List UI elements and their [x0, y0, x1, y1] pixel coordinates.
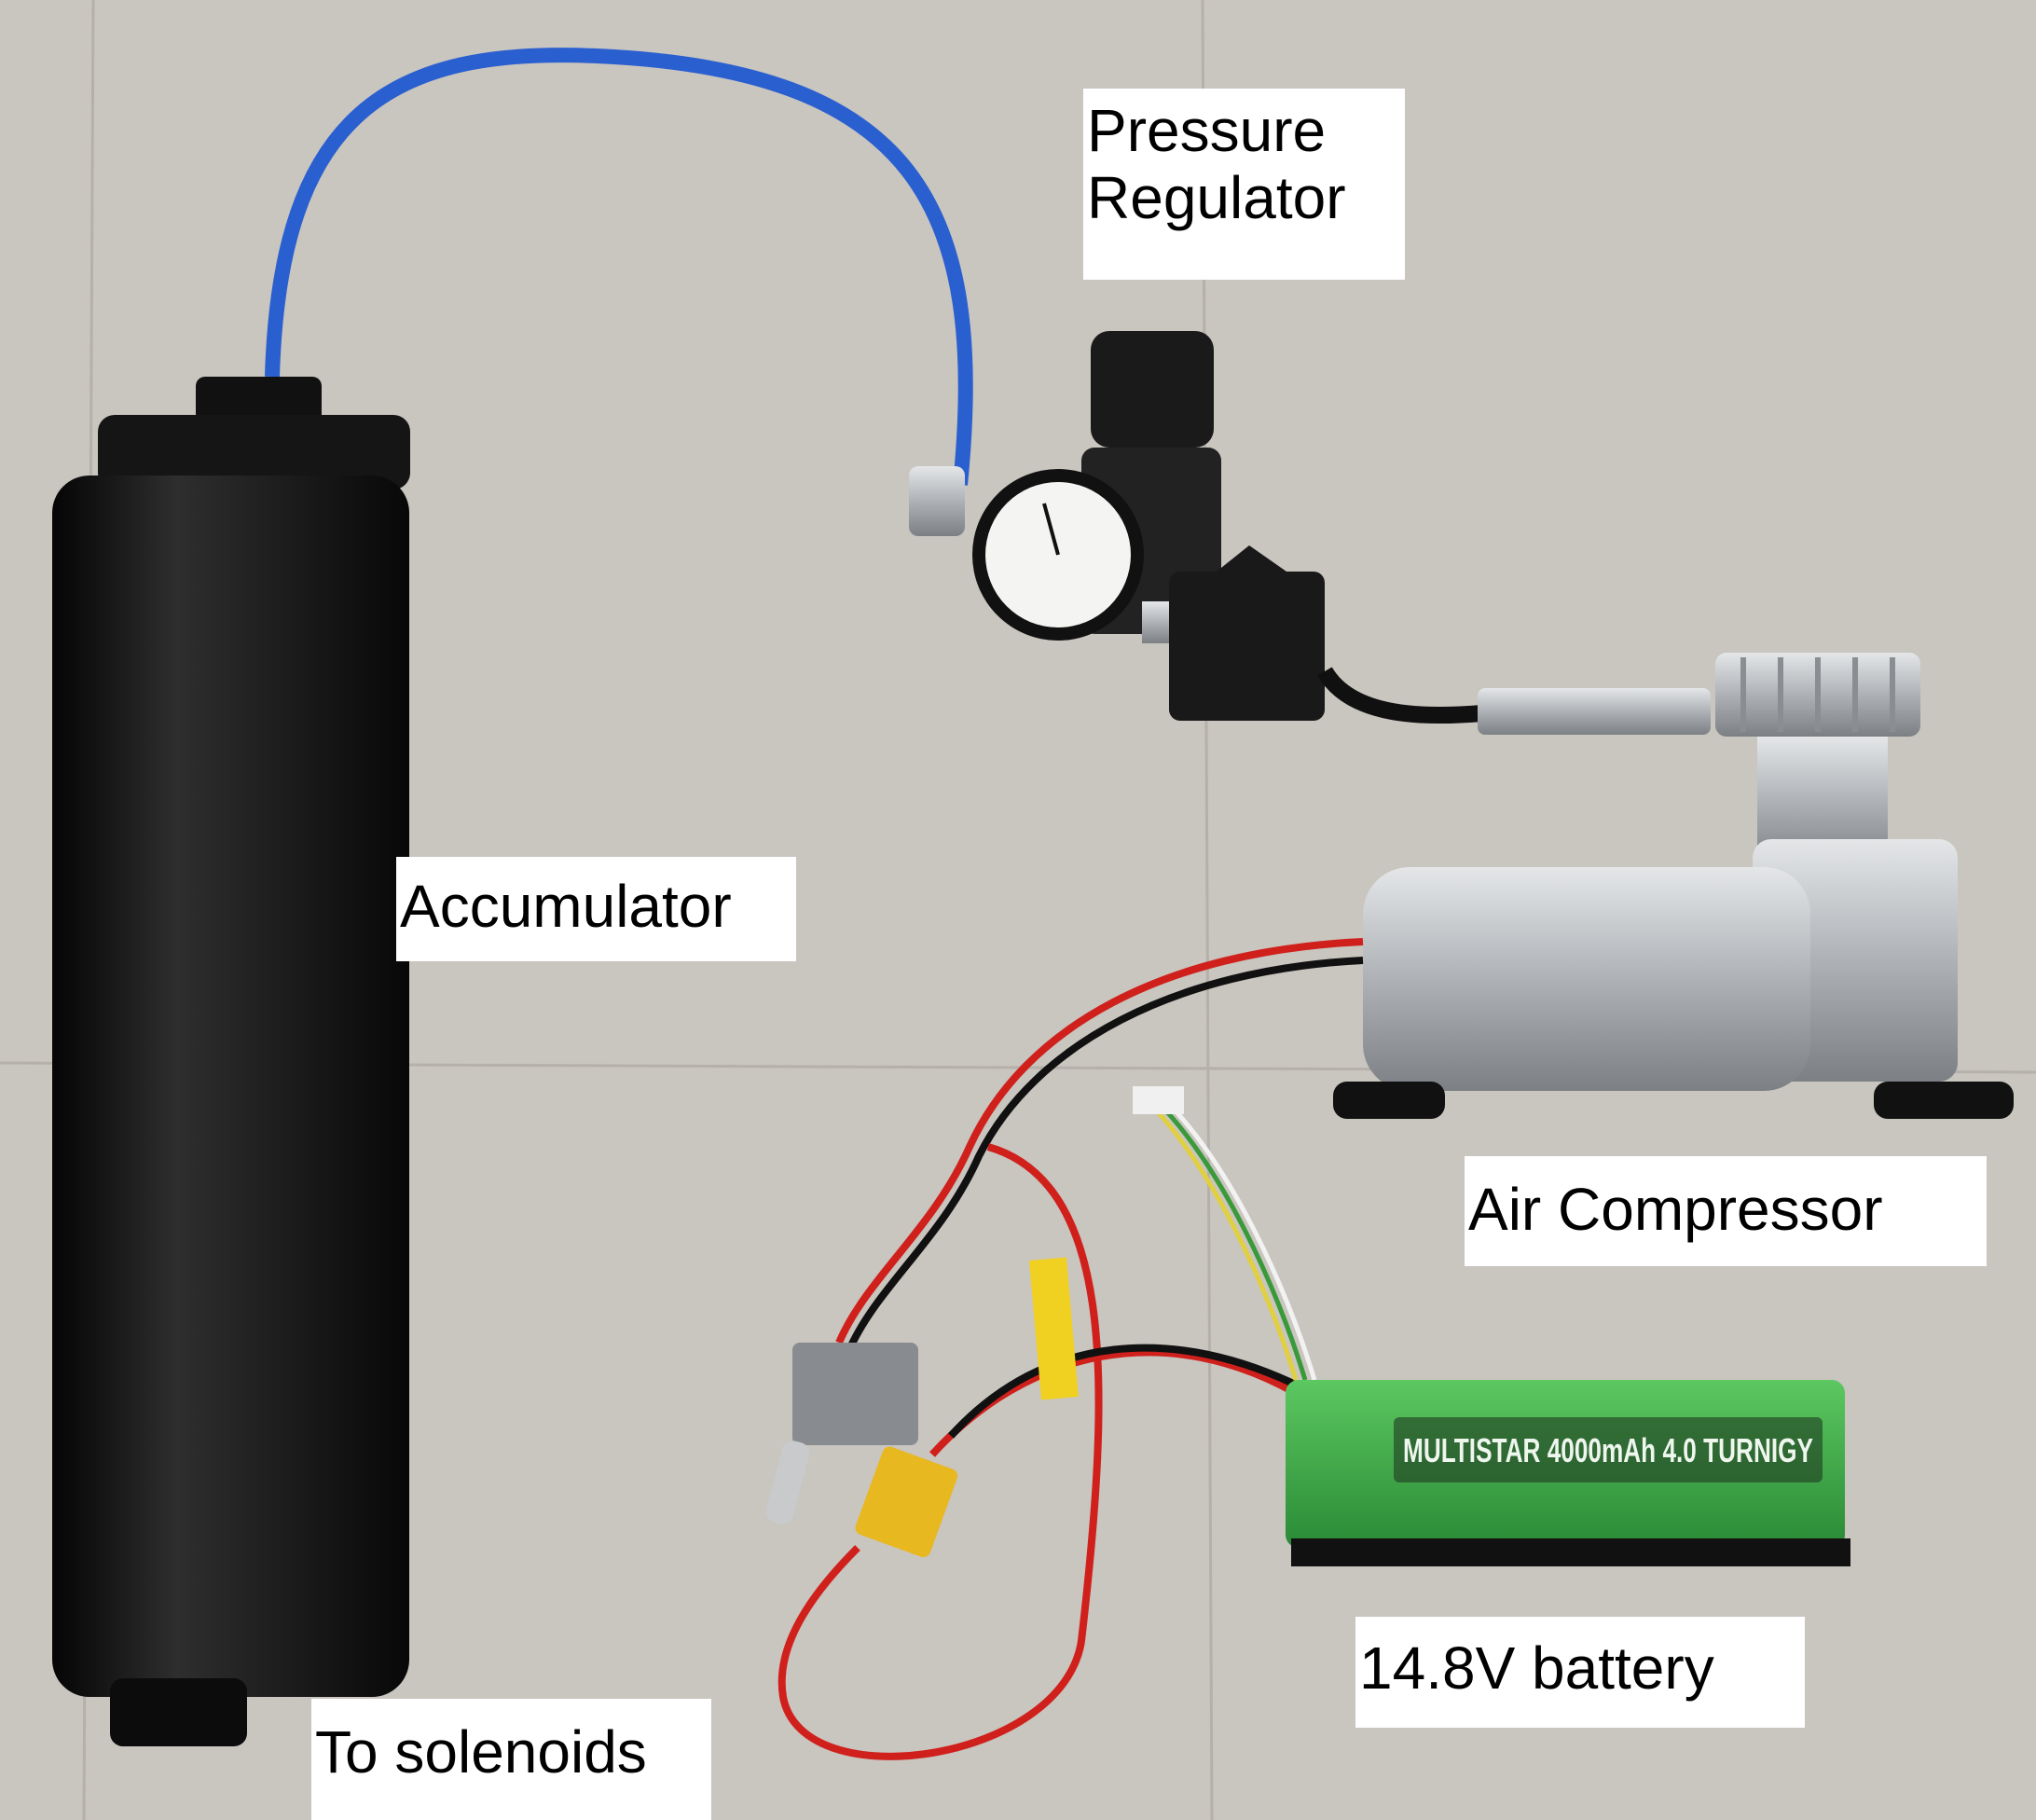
battery-logo-text: MULTISTAR 4000mAh 4.0 TURNIGY — [1403, 1431, 1813, 1469]
xt60-connector — [855, 1446, 958, 1558]
label-accumulator: Accumulator — [396, 857, 796, 961]
label-air-compressor: Air Compressor — [1465, 1156, 1987, 1266]
lipo-battery: MULTISTAR 4000mAh 4.0 TURNIGY — [1286, 1380, 1850, 1566]
balance-connector — [1133, 1086, 1184, 1114]
switch-lever — [765, 1441, 810, 1524]
label-pressure-regulator-line1: Pressure — [1087, 97, 1327, 164]
blue-hose — [265, 48, 973, 486]
pressure-regulator — [909, 331, 1325, 721]
accumulator — [52, 377, 410, 1746]
air-compressor — [1333, 653, 2014, 1119]
warning-tag — [1028, 1257, 1079, 1400]
label-battery: 14.8V battery — [1355, 1617, 1805, 1728]
brass-fitting — [1478, 688, 1711, 735]
black-hose — [1317, 667, 1483, 724]
label-pressure-regulator: Pressure Regulator — [1083, 89, 1405, 280]
label-pressure-regulator-line2: Regulator — [1087, 163, 1346, 231]
toggle-switch — [792, 1343, 918, 1445]
label-to-solenoids: To solenoids — [311, 1699, 711, 1820]
wiring — [777, 938, 1364, 1760]
